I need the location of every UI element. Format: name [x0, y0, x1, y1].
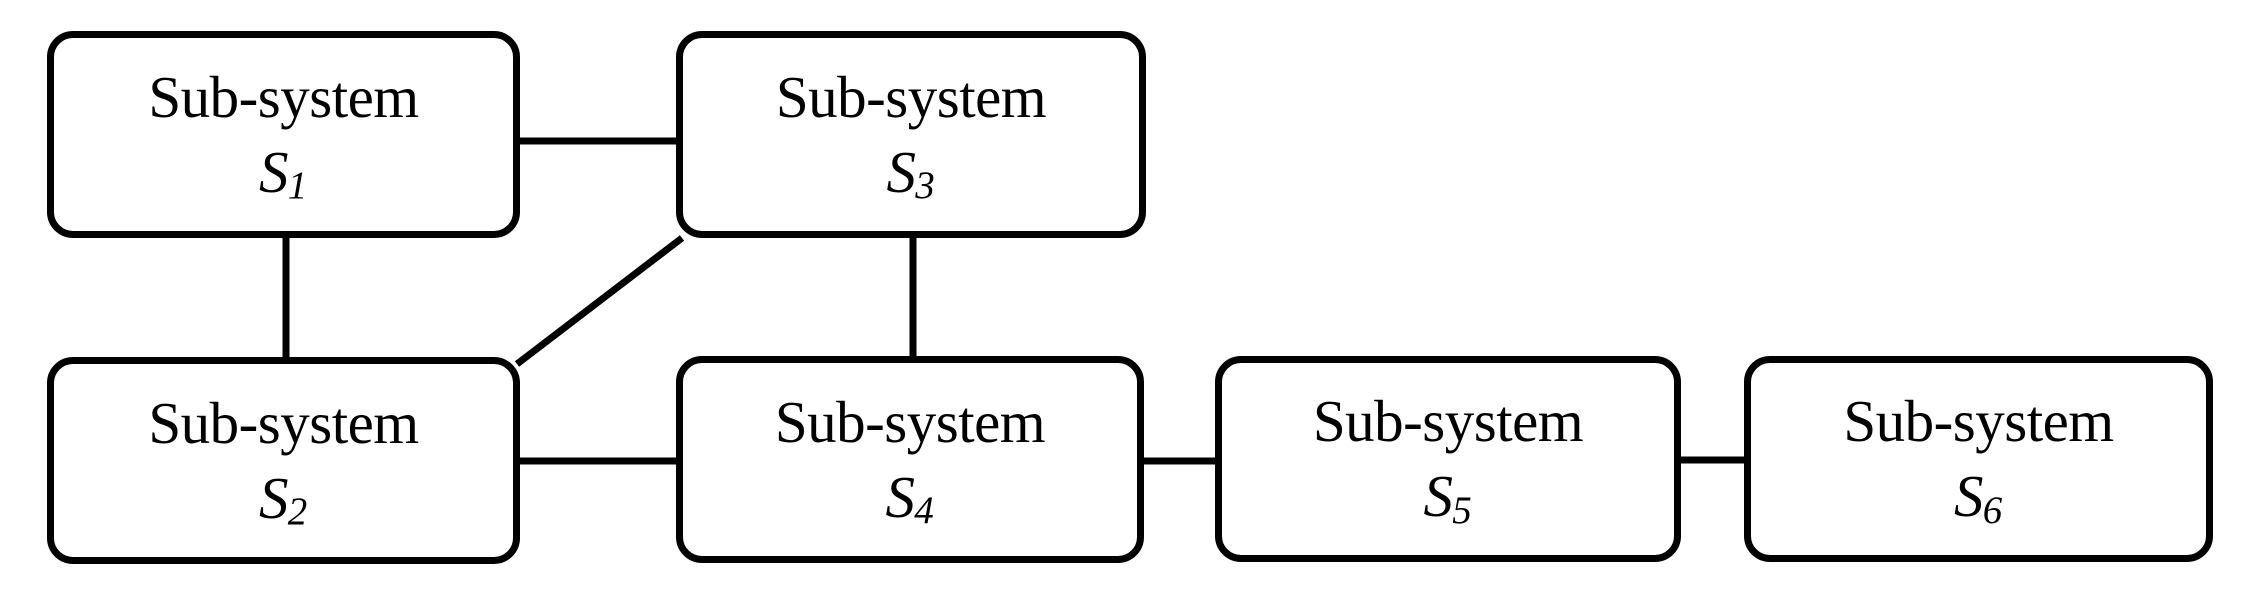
- node-title: Sub-system: [1312, 388, 1584, 454]
- node-symbol-label: S3: [887, 142, 936, 205]
- node-subscript: 2: [287, 490, 308, 534]
- node-subscript: 4: [914, 489, 934, 533]
- node-symbol: S: [1954, 463, 1984, 529]
- node-subscript: 6: [1982, 488, 2003, 532]
- node-symbol: S: [885, 463, 916, 530]
- node-subscript: 5: [1452, 488, 1472, 532]
- node-symbol-label: S6: [1954, 467, 2003, 530]
- edge-s3-s2: [514, 235, 685, 367]
- node-symbol: S: [1423, 463, 1454, 529]
- node-symbol-label: S5: [1424, 467, 1473, 530]
- node-symbol: S: [259, 464, 289, 531]
- node-title: Sub-system: [774, 388, 1046, 455]
- node-subscript: 3: [915, 164, 935, 208]
- node-symbol-label: S4: [886, 467, 935, 530]
- node-symbol: S: [259, 138, 289, 205]
- node-title: Sub-system: [148, 63, 419, 130]
- node-symbol-label: S1: [259, 142, 308, 205]
- node-subscript: 1: [287, 164, 308, 208]
- node-symbol-label: S2: [259, 468, 308, 531]
- node-title: Sub-system: [1843, 388, 2114, 454]
- node-title: Sub-system: [148, 389, 419, 456]
- node-title: Sub-system: [775, 63, 1047, 130]
- node-symbol: S: [886, 138, 917, 205]
